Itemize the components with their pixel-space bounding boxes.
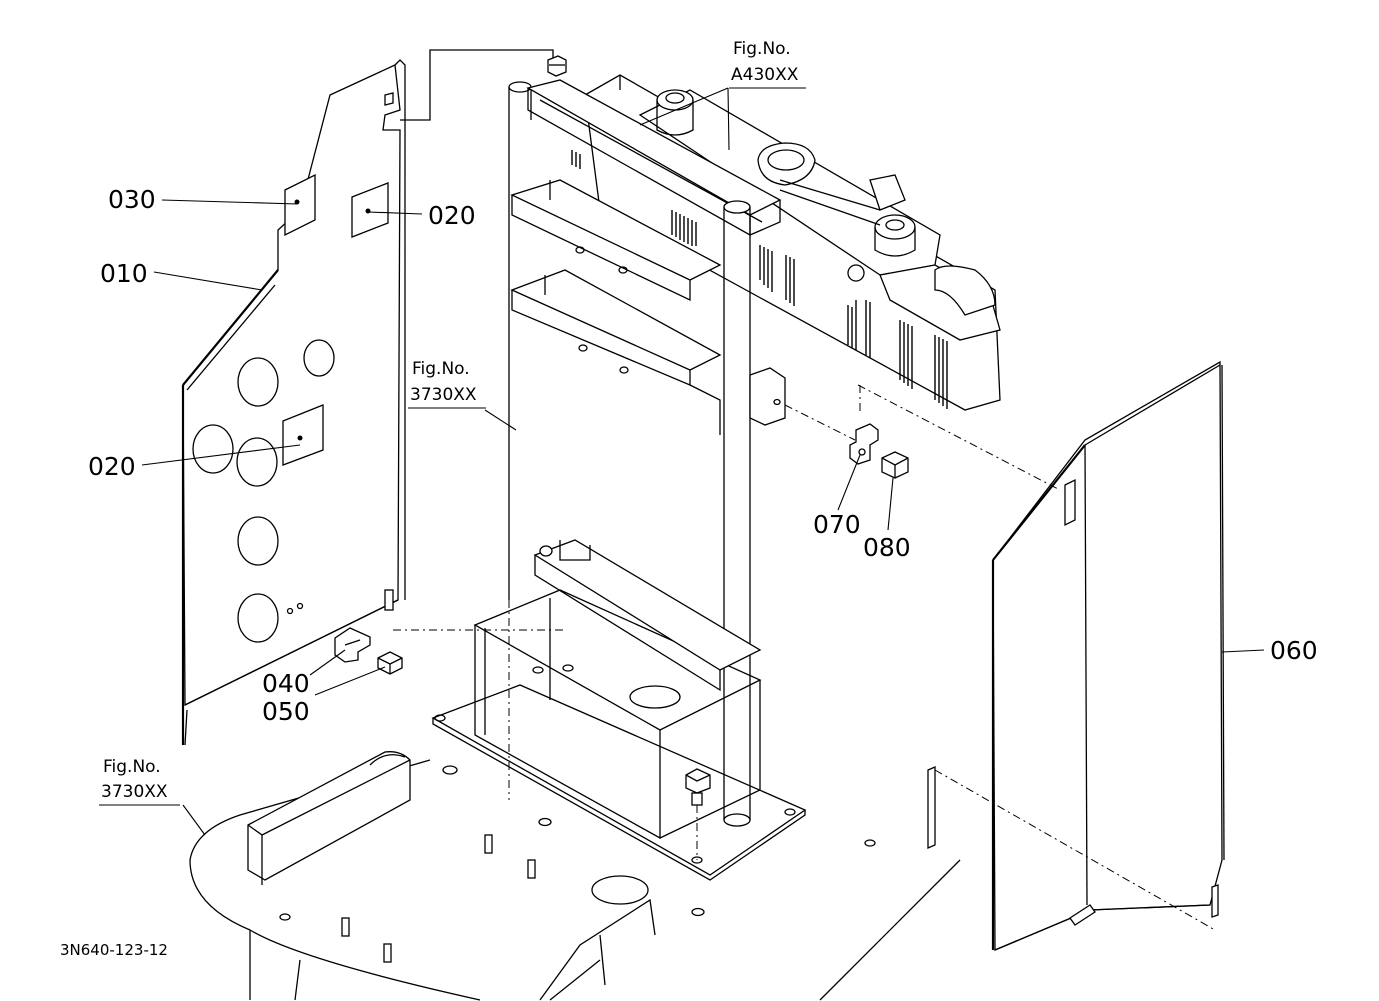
fig-ref-a430xx: Fig.No. A430XX (729, 39, 806, 89)
side-panel-060 (991, 360, 1225, 951)
radiator-fins (571, 150, 948, 409)
bolt-080 (881, 451, 909, 479)
radiator-assembly (571, 74, 1001, 411)
fig-ref-3730xx-bottom: Fig.No. 3730XX (99, 757, 180, 806)
drawing-id: 3N640-123-12 (60, 941, 168, 959)
fig-ref-3730xx-center: Fig.No. 3730XX (408, 359, 486, 409)
clip-070 (849, 423, 879, 465)
bolt-top (547, 55, 567, 77)
callout-020-upper: 020 (428, 201, 476, 230)
callout-010: 010 (100, 259, 148, 288)
support-frame (508, 79, 861, 827)
callout-070: 070 (813, 510, 861, 539)
callout-050: 050 (262, 697, 310, 726)
callout-030: 030 (108, 185, 156, 214)
callout-020-lower: 020 (88, 452, 136, 481)
base-mount (431, 589, 807, 881)
fig-ref-label: Fig.No. (733, 39, 791, 59)
fig-ref-number: 3730XX (101, 782, 168, 802)
fig-ref-label: Fig.No. (103, 757, 161, 777)
fig-ref-label: Fig.No. (412, 359, 470, 379)
callout-040: 040 (262, 669, 310, 698)
floor-plate (189, 751, 961, 1001)
fig-ref-number: A430XX (731, 65, 799, 85)
clip-040 (334, 627, 371, 663)
callout-060: 060 (1270, 636, 1318, 665)
seal-pad-020-lower (282, 404, 324, 466)
bolt-floor (685, 768, 711, 806)
stud-bolts (341, 834, 536, 963)
seal-pad-030 (284, 173, 316, 237)
leader-lines (141, 87, 1265, 836)
callout-080: 080 (863, 533, 911, 562)
side-panel-010 (181, 59, 406, 746)
seal-pad-020-upper (351, 182, 389, 238)
bolt-050 (377, 651, 403, 675)
fig-ref-number: 3730XX (410, 385, 477, 405)
